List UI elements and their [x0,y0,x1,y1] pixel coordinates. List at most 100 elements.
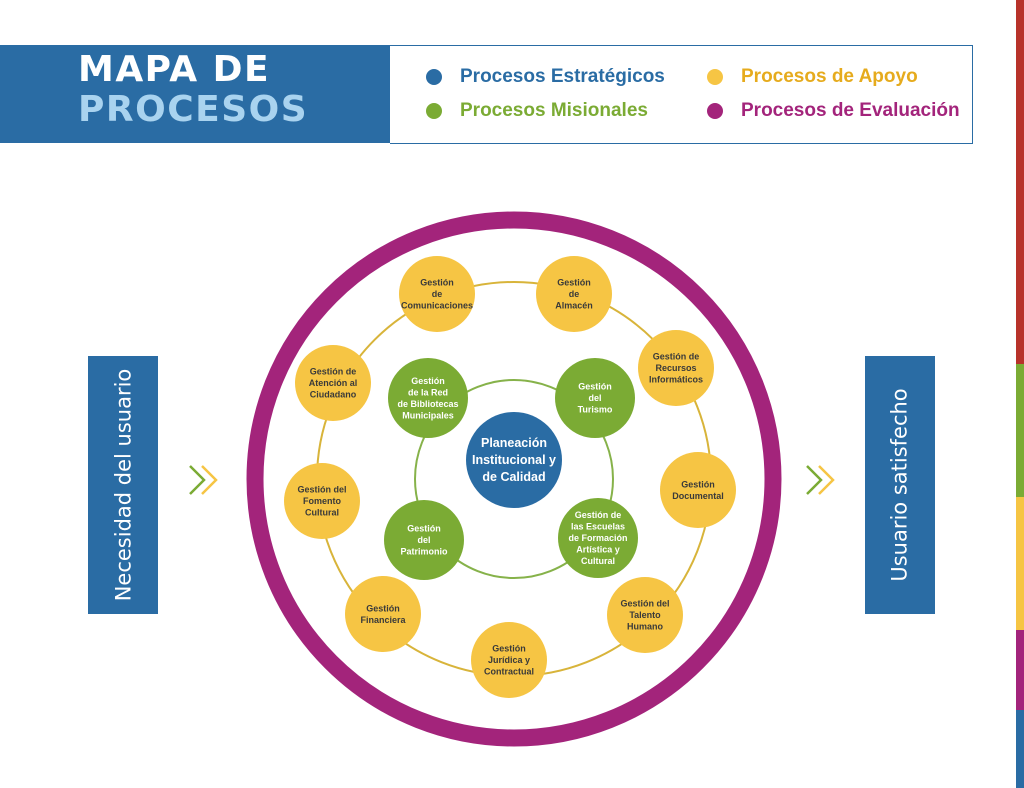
node-recursos-informaticos-text: Gestión de [653,352,700,362]
node-patrimonio-circle [384,500,464,580]
node-talento-humano-text: Humano [627,622,664,632]
node-escuelas-text: las Escuelas [571,522,625,532]
page-title: MAPA DE PROCESOS [78,50,308,130]
title-line-1: MAPA DE [78,49,271,90]
legend-item-estrategicos: Procesos Estratégicos [426,66,665,88]
legend [390,45,973,144]
chevron-right-icon [806,465,835,495]
node-documental-text: Documental [672,491,724,501]
output-panel: Usuario satisfecho [865,356,935,614]
node-juridica-circle [471,622,547,698]
legend-dot-icon [707,69,723,85]
legend-label: Procesos Estratégicos [460,66,665,87]
node-financiera-text: Gestión [366,603,400,613]
node-almacen-circle [536,256,612,332]
node-planeacion-text: Institucional y [472,453,556,467]
node-patrimonio-text: Gestión [407,524,441,534]
node-patrimonio-text: Patrimonio [400,547,448,557]
node-bibliotecas-text: de Bibliotecas [397,399,458,409]
legend-item-apoyo: Procesos de Apoyo [707,66,918,88]
node-bibliotecas-text: de la Red [408,387,448,397]
legend-label: Procesos de Apoyo [741,66,918,87]
node-escuelas-text: Cultural [581,556,615,566]
node-recursos-informaticos-circle [638,330,714,406]
node-turismo-text: Turismo [578,405,613,415]
node-planeacion-text: de Calidad [482,470,545,484]
legend-label: Procesos de Evaluación [741,100,960,121]
node-atencion-ciudadano-text: Gestión de [310,367,357,377]
legend-dot-icon [707,103,723,119]
node-comunicaciones-text: Comunicaciones [401,301,473,311]
color-strip-blue [1016,710,1024,788]
node-turismo-circle [555,358,635,438]
legend-item-evaluacion: Procesos de Evaluación [707,100,960,122]
node-talento-humano-circle [607,577,683,653]
node-escuelas-circle [558,498,638,578]
node-bibliotecas-text: Municipales [402,410,454,420]
legend-label: Procesos Misionales [460,100,648,121]
node-talento-humano-text: Talento [629,610,661,620]
legend-dot-icon [426,69,442,85]
color-strip-green [1016,364,1024,497]
node-recursos-informaticos-text: Recursos [655,363,696,373]
node-recursos-informaticos-text: Informáticos [649,375,703,385]
node-planeacion-text: Planeación [481,436,547,450]
color-strip-yellow [1016,497,1024,630]
node-bibliotecas-circle [388,358,468,438]
chevron-right-icon [189,465,218,495]
node-escuelas-text: Artística y [576,545,620,555]
color-strip-red [1016,0,1024,364]
node-comunicaciones-text: de [432,289,443,299]
node-escuelas-text: Gestión de [575,510,622,520]
node-almacen-text: Gestión [557,278,591,288]
node-atencion-ciudadano-text: Ciudadano [310,390,357,400]
title-band [0,45,390,143]
misional-orbit [414,379,614,579]
node-documental-text: Gestión [681,479,715,489]
node-almacen-text: de [569,289,580,299]
node-atencion-ciudadano-circle [295,345,371,421]
node-juridica-text: Jurídica y [488,655,530,665]
node-turismo-text: Gestión [578,382,612,392]
node-patrimonio-text: del [417,535,430,545]
evaluation-ring [246,211,782,747]
node-comunicaciones-text: Gestión [420,278,454,288]
node-talento-humano-text: Gestión del [620,599,669,609]
node-comunicaciones-circle [399,256,475,332]
title-line-2: PROCESOS [78,89,309,130]
node-financiera-circle [345,576,421,652]
node-planeacion-circle [466,412,562,508]
node-atencion-ciudadano-text: Atención al [309,378,358,388]
node-almacen-text: Almacén [555,301,593,311]
node-turismo-text: del [588,393,601,403]
node-juridica-text: Gestión [492,644,526,654]
node-fomento-cultural-circle [284,463,360,539]
node-juridica-text: Contractual [484,667,534,677]
node-fomento-cultural-text: Fomento [303,496,341,506]
node-documental-circle [660,452,736,528]
node-bibliotecas-text: Gestión [411,376,445,386]
color-strip-purple [1016,630,1024,710]
input-panel: Necesidad del usuario [88,356,158,614]
node-financiera-text: Financiera [360,615,406,625]
node-escuelas-text: de Formación [568,533,627,543]
node-fomento-cultural-text: Cultural [305,508,339,518]
node-fomento-cultural-text: Gestión del [297,485,346,495]
legend-item-misionales: Procesos Misionales [426,100,648,122]
legend-dot-icon [426,103,442,119]
